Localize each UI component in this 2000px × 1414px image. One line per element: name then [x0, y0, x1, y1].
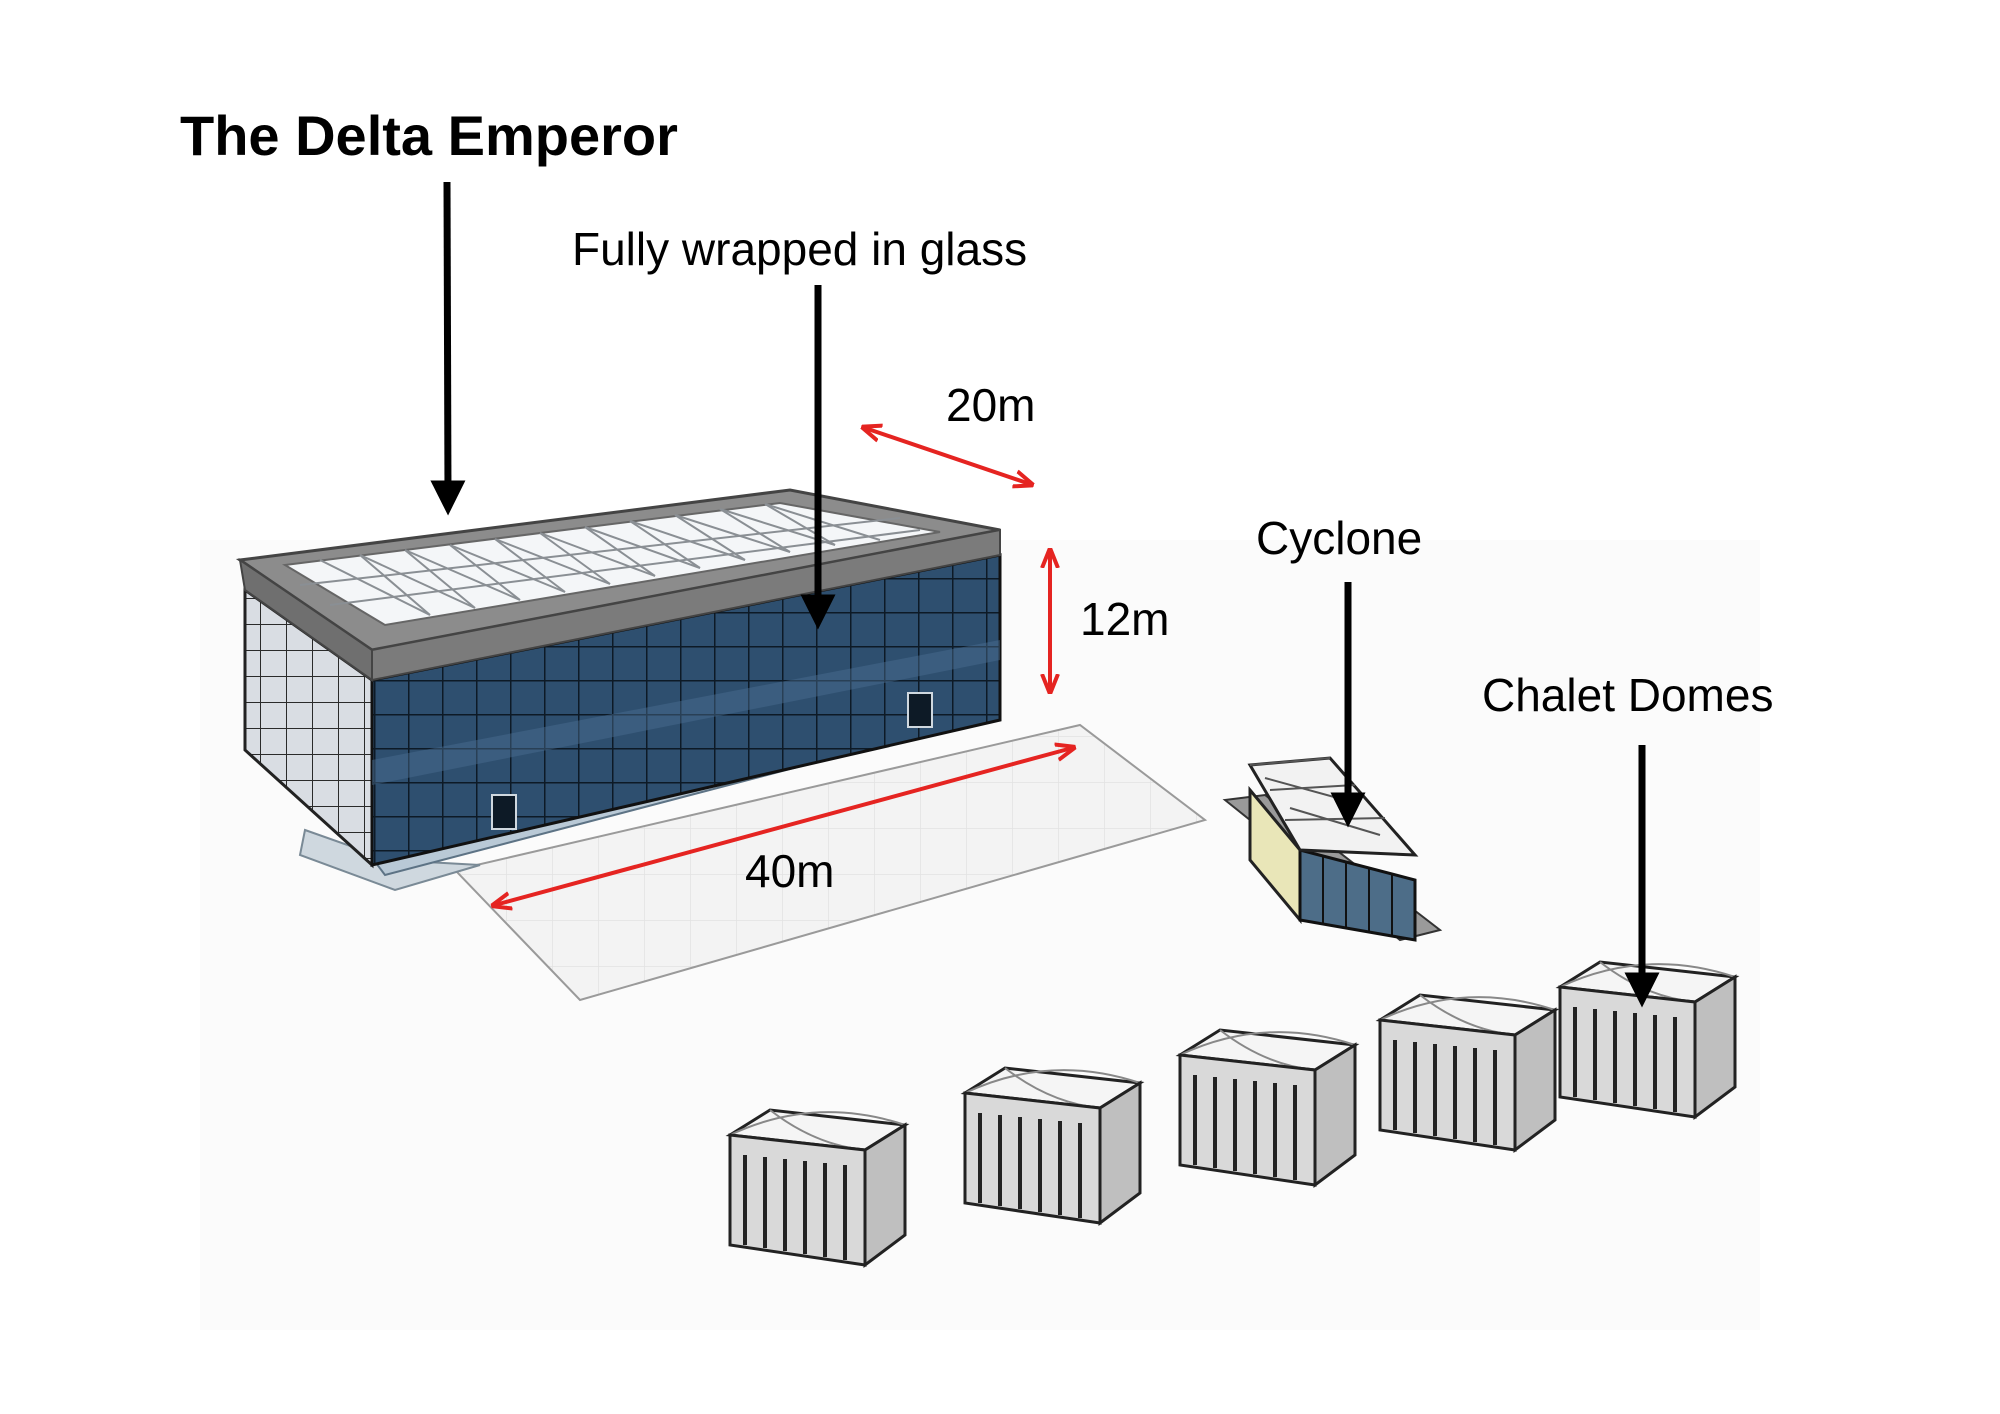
length-dimension-label: 40m — [745, 845, 835, 897]
roof-truss — [299, 503, 921, 616]
door-left — [491, 794, 517, 830]
pointer-arrow-delta-emperor — [430, 181, 466, 516]
cyclone-front-mullions — [1322, 855, 1393, 936]
cyclone-structure — [1222, 756, 1443, 942]
chalet-dome — [960, 1066, 1145, 1226]
chalet-dome — [1175, 1028, 1360, 1188]
dimension-arrow-depth — [865, 428, 1030, 484]
chalet-domes-label: Chalet Domes — [1482, 669, 1774, 721]
chalet-domes — [725, 960, 1740, 1268]
door-right — [907, 692, 933, 728]
glass-note-label: Fully wrapped in glass — [572, 223, 1028, 275]
roof-glazing — [282, 501, 941, 627]
cyclone-label: Cyclone — [1256, 512, 1423, 564]
chalet-dome — [1555, 960, 1740, 1120]
depth-dimension-label: 20m — [946, 379, 1036, 431]
dimension-arrow-length — [495, 748, 1072, 905]
chalet-dome — [1375, 993, 1560, 1153]
cyclone-front — [1298, 848, 1417, 942]
chalet-dome — [725, 1108, 910, 1268]
height-dimension-label: 12m — [1080, 593, 1170, 645]
delta-emperor-title: The Delta Emperor — [180, 104, 678, 167]
roof-fascia-side — [238, 557, 373, 682]
